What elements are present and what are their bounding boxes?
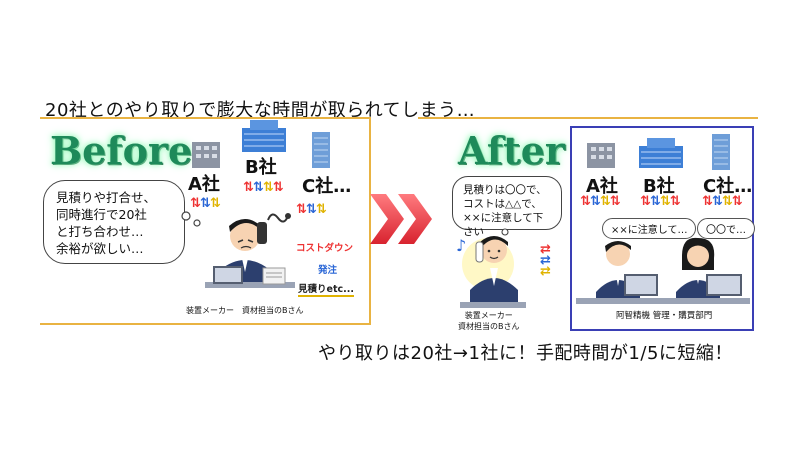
caption-line: 装置メーカー — [464, 311, 513, 320]
purchasing-staff-illustration — [576, 237, 750, 304]
before-caption: 装置メーカー 資材担当のBさん — [186, 306, 304, 315]
bubble-line: 同時進行で20社 — [56, 207, 147, 222]
department-caption: 阿智精機 管理・購買部門 — [616, 311, 713, 321]
exchange-arrows-icon: ⇅⇅⇅ — [296, 202, 327, 217]
bubble-line: と打ち合わせ… — [56, 224, 144, 239]
bubble-tail — [501, 228, 509, 236]
stress-coil-icon — [267, 213, 291, 223]
company-c-label: C社… — [302, 176, 352, 197]
bubble-line: 見積りは〇〇で、 — [463, 184, 547, 196]
building-b-icon — [242, 120, 286, 152]
exchange-arrows-icon: ⇅⇅⇅⇅ — [580, 194, 621, 209]
single-exchange-arrows-icon: ⇄⇄⇄ — [540, 242, 551, 279]
staff-bubble-1: ××に注意して… — [602, 218, 697, 239]
exchange-arrows-icon: ⇅⇅⇅⇅ — [243, 180, 284, 195]
building-a-icon — [587, 143, 615, 168]
transition-chevron-icon — [370, 194, 432, 244]
before-title: Before — [50, 128, 193, 173]
building-b-icon — [639, 138, 683, 168]
task-quote: 見積りetc... — [298, 281, 354, 297]
task-order: 発注 — [318, 265, 338, 276]
after-caption: 装置メーカー 資材担当のBさん — [458, 310, 520, 332]
comparison-frame — [40, 117, 758, 325]
result-summary: やり取りは20社→1社に！手配時間が1/5に短縮！ — [318, 343, 733, 364]
exchange-arrows-icon: ⇅⇅⇅⇅ — [702, 194, 743, 209]
building-c-icon — [312, 132, 330, 168]
after-title: After — [458, 128, 565, 173]
company-c-label: C社… — [703, 176, 753, 197]
bubble-line: コストは△△で、 — [463, 198, 542, 210]
caption-line: 資材担当のBさん — [458, 322, 520, 331]
task-cost-down: コストダウン — [296, 243, 354, 254]
exchange-arrows-icon: ⇅⇅⇅ — [190, 196, 221, 211]
after-speech-bubble: 見積りは〇〇で、 コストは△△で、 ××に注意して下さい — [452, 176, 562, 238]
busy-worker-illustration — [205, 219, 295, 288]
building-c-icon — [712, 134, 730, 170]
music-note-icon: ♪ — [456, 236, 467, 255]
company-b-label: B社 — [643, 176, 675, 197]
headline: 20社とのやり取りで膨大な時間が取られてしまう… — [45, 100, 476, 121]
bubble-line: ××に注意して下さい — [463, 212, 544, 238]
bubble-line: 見積りや打合せ、 — [56, 190, 157, 205]
before-speech-bubble: 見積りや打合せ、 同時進行で20社 と打ち合わせ… 余裕が欲しい… — [43, 180, 185, 264]
company-b-label: B社 — [245, 157, 277, 178]
staff-bubble-2: 〇〇で… — [697, 218, 755, 239]
exchange-arrows-icon: ⇅⇅⇅⇅ — [640, 194, 681, 209]
calm-worker-illustration — [460, 236, 526, 308]
company-a-label: A社 — [188, 174, 220, 195]
building-a-icon — [192, 142, 220, 168]
bubble-tail — [181, 211, 201, 227]
company-a-label: A社 — [586, 176, 618, 197]
bubble-line: 余裕が欲しい… — [56, 241, 144, 256]
